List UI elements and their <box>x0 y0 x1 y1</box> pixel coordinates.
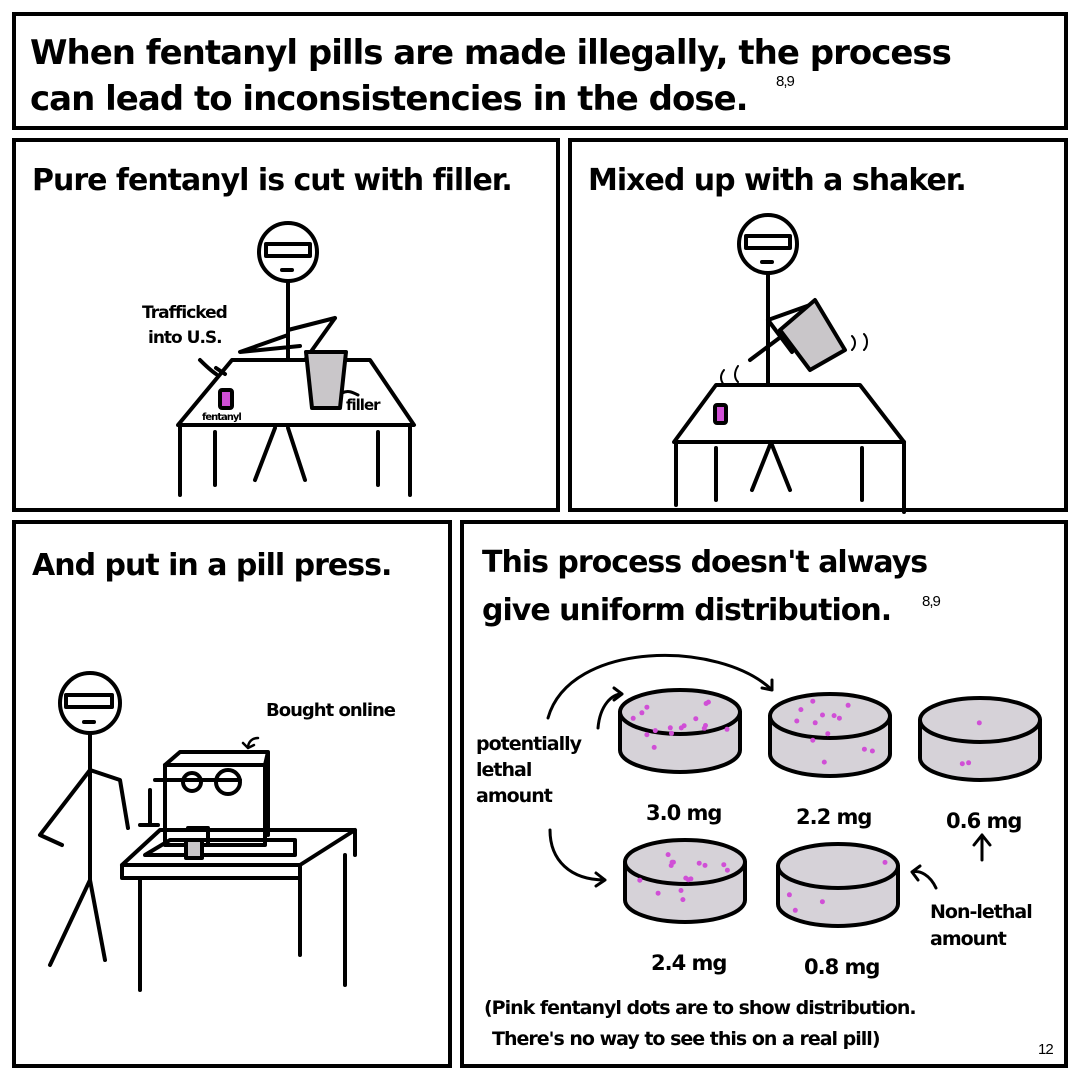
pill-top <box>918 696 1042 744</box>
fentanyl-dot <box>786 892 792 898</box>
note-line2: There's no way to see this on a real pil… <box>492 1028 880 1050</box>
pill-1 <box>768 692 892 778</box>
arrows <box>546 653 992 890</box>
fentanyl-dot <box>812 720 818 726</box>
stick-figure-1 <box>238 221 337 394</box>
label-bought-online: Bought online <box>266 700 396 721</box>
panel2-caption: Mixed up with a shaker. <box>588 163 966 198</box>
note-line1: (Pink fentanyl dots are to show distribu… <box>484 997 916 1019</box>
panel4-caption-line2: give uniform distribution. <box>482 593 891 628</box>
fentanyl-dot <box>810 698 816 704</box>
fentanyl-dot <box>959 761 965 767</box>
fentanyl-dot <box>976 720 982 726</box>
fentanyl-dot <box>798 707 804 713</box>
header-text-line1: When fentanyl pills are made illegally, … <box>30 33 951 73</box>
fentanyl-dot <box>669 730 674 736</box>
fentanyl-dot <box>825 731 831 737</box>
fentanyl-dot <box>630 715 636 721</box>
fentanyl-dot <box>724 726 730 732</box>
fentanyl-dot <box>703 723 708 728</box>
fentanyl-dot <box>861 746 867 752</box>
fentanyl-dot <box>966 760 972 766</box>
fentanyl-dot <box>882 859 888 865</box>
header-panel <box>12 12 1068 130</box>
pill-dose-label: 0.8 mg <box>804 955 879 979</box>
fentanyl-dot <box>831 713 837 719</box>
pill-top <box>768 692 892 740</box>
label-trafficked-1: Trafficked <box>142 303 227 323</box>
label-nonlethal-1: Non-lethal <box>930 901 1032 923</box>
pill-3 <box>623 838 747 924</box>
header-text-line2: can lead to inconsistencies in the dose. <box>30 79 748 119</box>
fentanyl-dot <box>721 862 727 868</box>
stick-figure-3 <box>38 671 130 967</box>
fentanyl-dot <box>651 744 657 750</box>
fentanyl-dot <box>696 860 702 866</box>
panel1-caption: Pure fentanyl is cut with filler. <box>32 163 512 198</box>
pill-dose-label: 0.6 mg <box>946 809 1021 833</box>
fentanyl-dot <box>703 701 709 706</box>
fentanyl-dot <box>683 875 689 881</box>
fentanyl-dot <box>667 725 673 731</box>
pill-0 <box>618 688 742 774</box>
table-1 <box>176 358 416 497</box>
pill-4 <box>776 842 900 928</box>
fentanyl-dot <box>680 897 686 903</box>
panel-distribution <box>460 520 1068 1068</box>
fentanyl-dot <box>637 877 643 883</box>
fentanyl-dot <box>869 748 875 754</box>
panel3-caption: And put in a pill press. <box>32 548 391 583</box>
pill-2 <box>918 696 1042 782</box>
fentanyl-dot <box>702 862 708 868</box>
label-fentanyl: fentanyl <box>202 412 241 423</box>
fentanyl-dot <box>668 863 674 868</box>
fentanyl-dot <box>678 888 684 893</box>
fentanyl-dot <box>693 716 699 722</box>
pill-dose-label: 2.2 mg <box>796 805 871 829</box>
fentanyl-dot <box>810 737 816 743</box>
table-2 <box>672 383 906 514</box>
fentanyl-dot <box>644 732 650 738</box>
fentanyl-dot <box>639 710 645 716</box>
fentanyl-dot <box>819 899 825 905</box>
fentanyl-dot <box>836 715 842 721</box>
pill-top <box>776 842 900 890</box>
label-nonlethal-2: amount <box>930 928 1007 950</box>
fentanyl-dot <box>644 704 650 710</box>
label-filler: filler <box>346 396 381 414</box>
fentanyl-dot <box>665 852 671 858</box>
pill-press <box>120 736 357 992</box>
fentanyl-dot <box>681 723 687 729</box>
pill-dose-label: 2.4 mg <box>651 951 726 975</box>
fentanyl-dot <box>794 718 800 724</box>
fentanyl-dot <box>655 890 661 896</box>
label-lethal-1: potentially <box>476 733 583 755</box>
fentanyl-dot <box>820 712 825 718</box>
shaker-icon <box>778 298 847 372</box>
filler-cup-icon <box>304 350 348 410</box>
label-lethal-3: amount <box>476 785 553 807</box>
label-lethal-2: lethal <box>476 759 531 781</box>
fentanyl-dot <box>652 728 658 734</box>
stick-figure-2 <box>737 213 812 387</box>
fentanyl-dot <box>792 907 798 913</box>
pill-top <box>623 838 747 886</box>
pills-group <box>618 688 1042 928</box>
fentanyl-vial-icon-2 <box>713 403 728 425</box>
panel4-caption-line1: This process doesn't always <box>482 545 927 580</box>
fentanyl-dot <box>724 867 730 873</box>
fentanyl-dot <box>821 759 827 765</box>
page-number: 12 <box>1038 1041 1053 1058</box>
fentanyl-dot <box>845 702 851 708</box>
header-reference: 8,9 <box>776 73 795 90</box>
fentanyl-vial-icon <box>218 388 234 410</box>
panel4-reference: 8,9 <box>922 593 941 610</box>
label-trafficked-2: into U.S. <box>148 328 222 348</box>
pill-dose-label: 3.0 mg <box>646 801 721 825</box>
